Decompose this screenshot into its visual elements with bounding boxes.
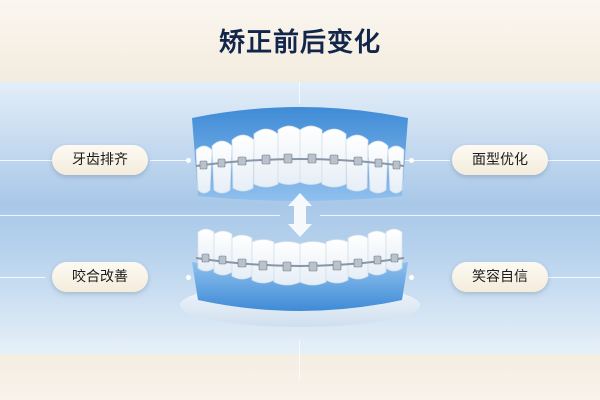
guide-line-vertical-top	[299, 82, 300, 104]
guide-line-top-right	[548, 160, 600, 161]
lower-jaw	[180, 228, 420, 327]
label-smile-confidence: 笑容自信	[452, 262, 548, 292]
upper-brackets	[199, 153, 401, 170]
double-arrow-vertical-icon	[288, 193, 312, 237]
connector-dot	[186, 275, 191, 280]
label-teeth-alignment: 牙齿排齐	[52, 145, 148, 175]
guide-line-top-left-inner	[150, 160, 190, 161]
guide-line-bottom-right	[548, 277, 600, 278]
guide-line-middle-left	[0, 215, 280, 216]
connector-dot	[186, 158, 191, 163]
guide-line-top-right-inner	[400, 160, 450, 161]
guide-line-middle-right	[320, 215, 600, 216]
label-bite-improvement: 咬合改善	[52, 262, 148, 292]
footer-band	[0, 354, 600, 400]
guide-line-bottom-left	[0, 277, 45, 278]
connector-dot	[409, 158, 414, 163]
guide-line-vertical-bottom	[299, 340, 300, 380]
upper-jaw	[192, 107, 408, 201]
label-face-optimization: 面型优化	[452, 145, 548, 175]
page-title: 矫正前后变化	[218, 28, 381, 58]
lower-brackets	[201, 253, 399, 272]
header-band	[0, 0, 600, 82]
connector-dot	[409, 275, 414, 280]
lower-teeth	[197, 228, 403, 286]
